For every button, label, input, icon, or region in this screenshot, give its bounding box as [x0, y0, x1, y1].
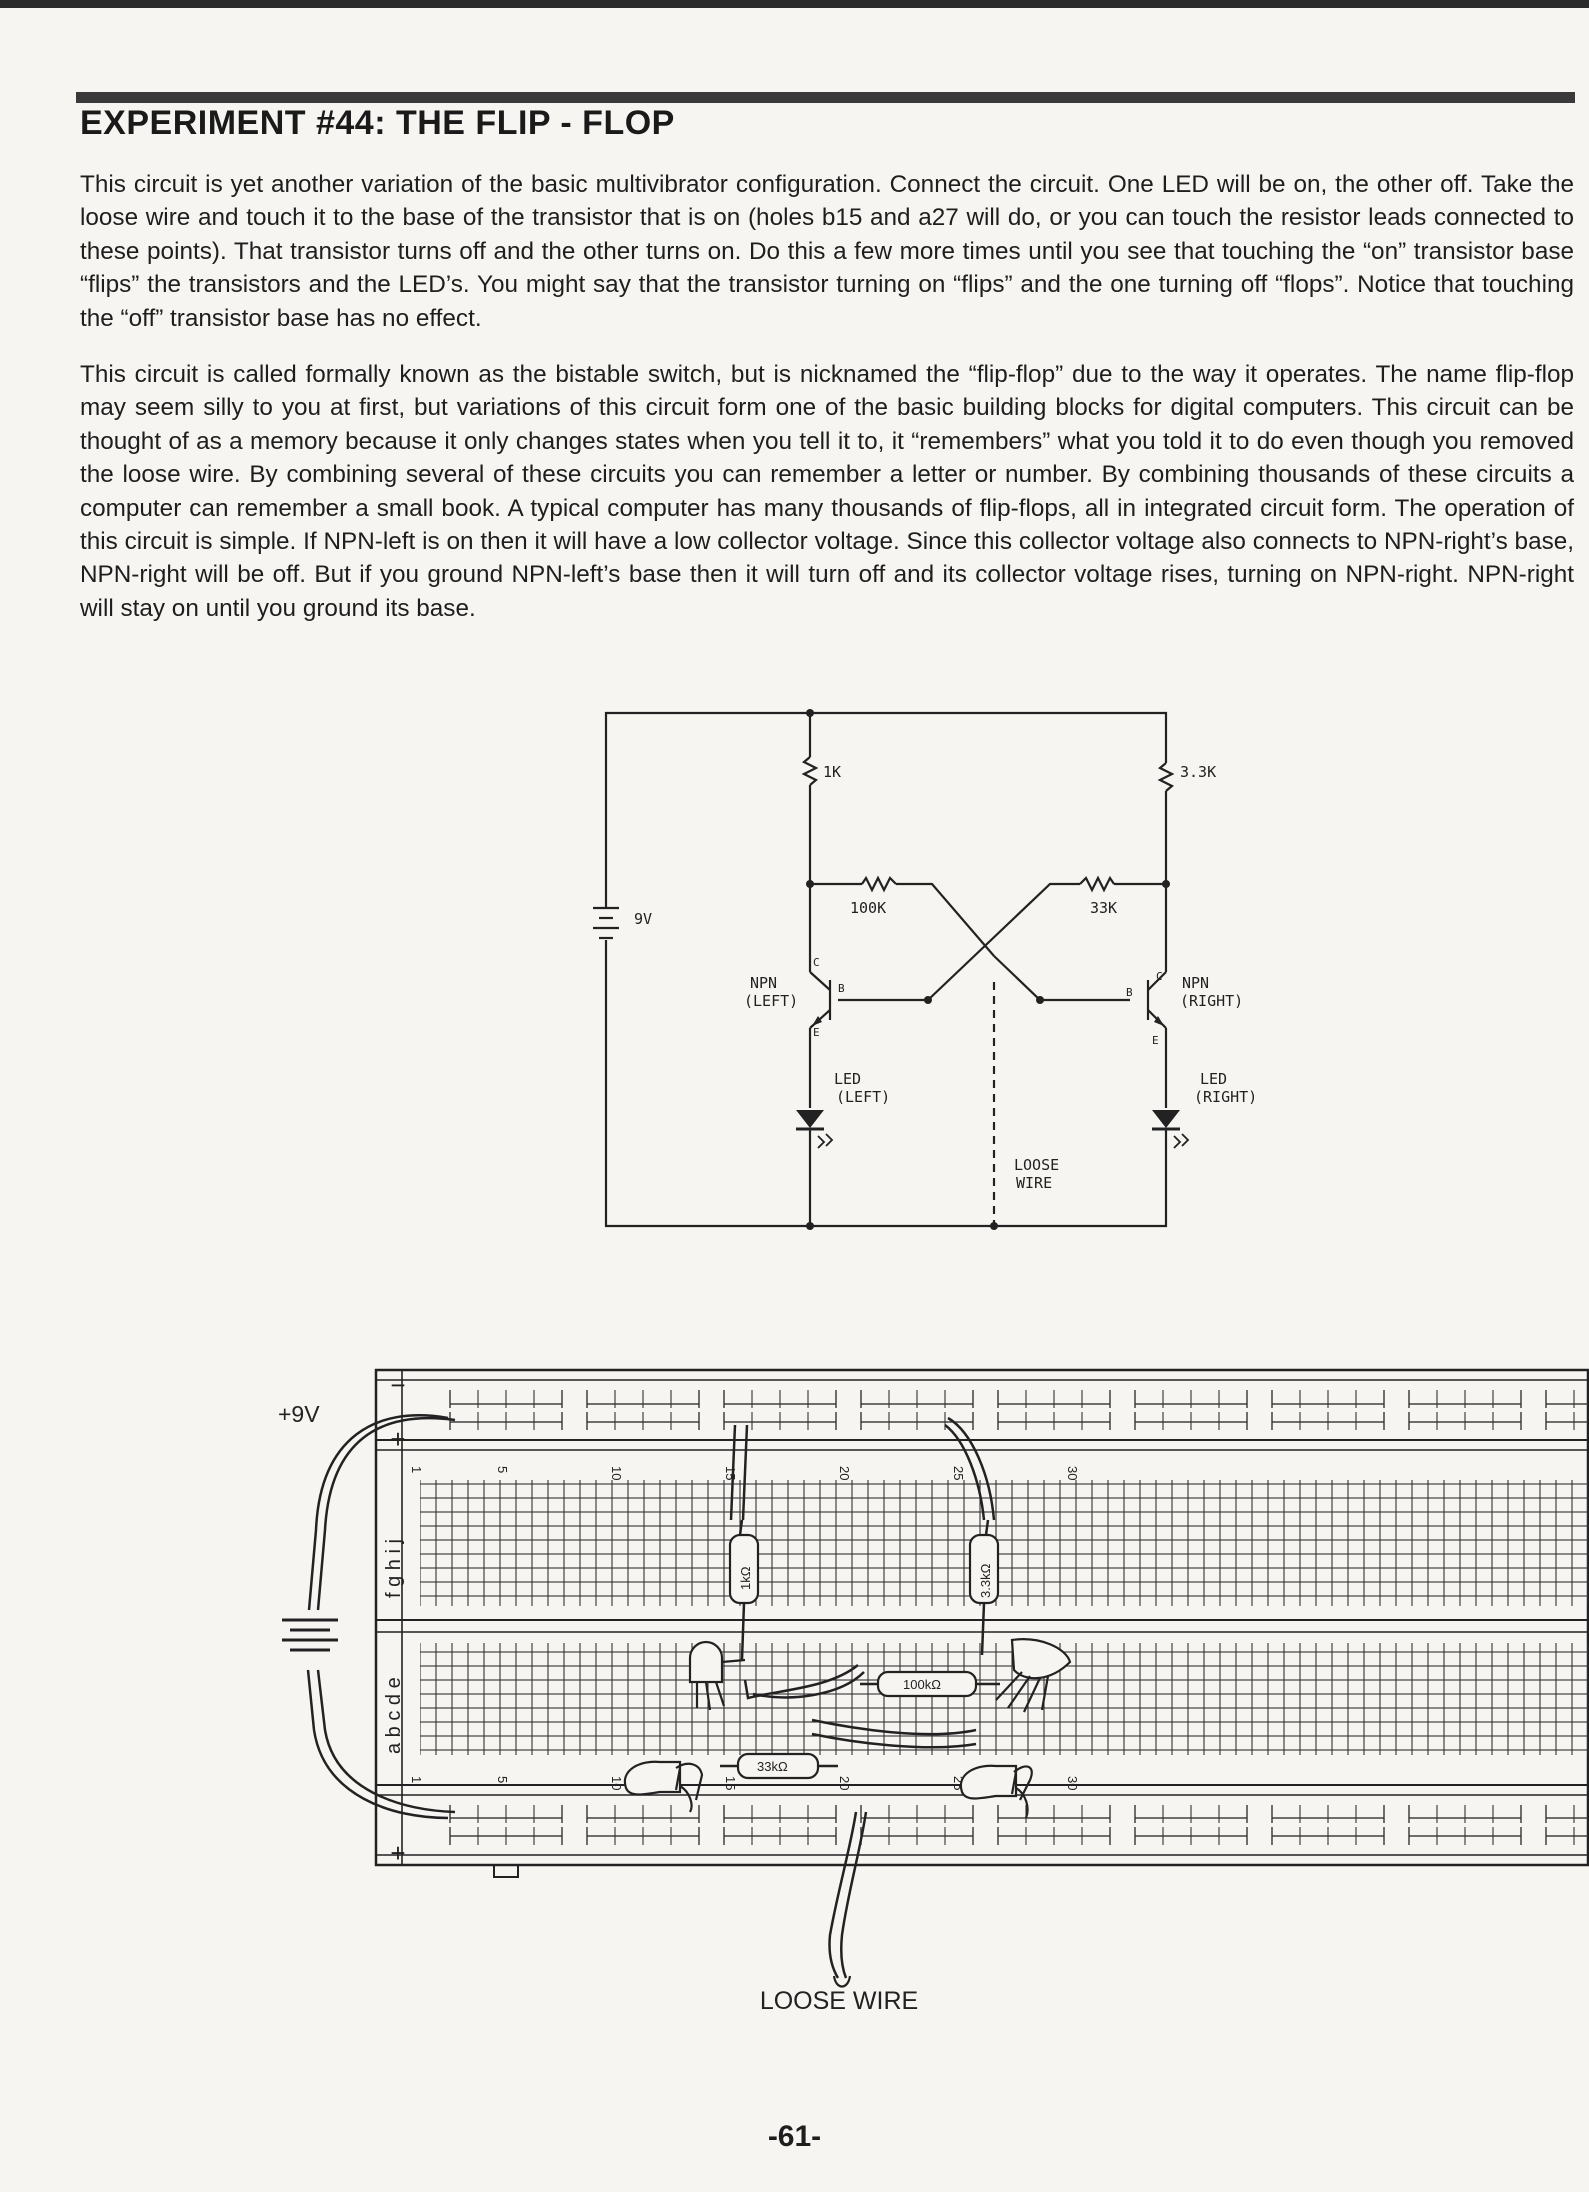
wire-top: [604, 711, 1168, 908]
label-npn-left: NPN: [750, 974, 777, 992]
label-100k: 100K: [850, 899, 886, 917]
led-left-symbol: [796, 1110, 824, 1128]
resistor-3k3-symbol: [1157, 762, 1175, 792]
rail-plus-bottom: +: [390, 1838, 405, 1868]
label-pin-e-left: E: [813, 1026, 820, 1039]
row-labels-abcde: a b c d e: [383, 1677, 405, 1754]
paragraph-explanation: This circuit is called formally known as…: [80, 361, 1574, 622]
resistor-1k-label: 1kΩ: [738, 1566, 753, 1590]
column-number: 25: [951, 1466, 966, 1480]
column-number: 5: [495, 1466, 510, 1473]
column-number: 10: [609, 1466, 624, 1480]
label-led-right: LED: [1200, 1070, 1227, 1088]
section-rule: [76, 92, 1575, 103]
label-battery: 9V: [634, 910, 652, 928]
wire-bottom: [604, 940, 1168, 1228]
label-33k: 33K: [1090, 899, 1117, 917]
led-left: [623, 1760, 704, 1813]
resistor-33k-symbol: [1079, 875, 1115, 893]
resistor-33k-label: 33kΩ: [757, 1759, 788, 1774]
terminal-grid-fghij: [420, 1480, 1588, 1606]
column-number: 15: [723, 1466, 738, 1480]
supply-label: +9V: [278, 1401, 320, 1427]
label-led-right-side: (RIGHT): [1194, 1088, 1257, 1106]
led-right-symbol: [1152, 1110, 1180, 1128]
column-number: 15: [723, 1776, 738, 1790]
label-pin-b-left: B: [838, 982, 845, 995]
power-rail-bottom-outer: [448, 1827, 1588, 1845]
label-3k3: 3.3K: [1180, 763, 1216, 781]
top-border: [0, 0, 1589, 8]
label-led-left: LED: [834, 1070, 861, 1088]
label-1k: 1K: [823, 763, 841, 781]
battery-cell-icon: [282, 1618, 338, 1652]
label-loose-wire: LOOSE: [1014, 1156, 1059, 1174]
label-pin-c-right: C: [1156, 970, 1163, 983]
rail-plus-top: +: [390, 1424, 405, 1454]
terminal-grid-abcde: [420, 1643, 1588, 1755]
resistor-100k-label: 100kΩ: [903, 1677, 941, 1692]
label-pin-c-left: C: [813, 956, 820, 969]
power-rail-top-inner: [448, 1412, 1588, 1430]
power-rail-top-outer: [448, 1390, 1588, 1408]
label-pin-e-right: E: [1152, 1034, 1159, 1047]
label-npn-right-side: (RIGHT): [1180, 992, 1243, 1010]
transistor-left: [688, 1640, 746, 1711]
row-labels-fghij: f g h i j: [383, 1539, 405, 1598]
label-pin-b-right: B: [1126, 986, 1133, 999]
loose-wire-caption: LOOSE WIRE: [760, 1987, 918, 2015]
column-number: 5: [495, 1776, 510, 1783]
paragraph-intro: This circuit is yet another variation of…: [80, 171, 1574, 332]
label-npn-left-side: (LEFT): [744, 992, 798, 1010]
column-number: 1: [409, 1466, 424, 1473]
page-number: -61-: [767, 2120, 822, 2153]
power-rail-bottom-inner: [448, 1805, 1588, 1823]
column-number: 30: [1065, 1776, 1080, 1790]
label-loose-wire-2: WIRE: [1016, 1174, 1052, 1192]
resistor-3k3-label: 3.3kΩ: [978, 1563, 993, 1598]
column-number: 20: [837, 1466, 852, 1480]
column-number: 30: [1065, 1466, 1080, 1480]
experiment-title: EXPERIMENT #44: THE FLIP - FLOP: [80, 104, 675, 142]
resistor-1k-symbol: [801, 756, 819, 786]
column-number: 20: [837, 1776, 852, 1790]
label-led-left-side: (LEFT): [836, 1088, 890, 1106]
transistor-right: [995, 1638, 1072, 1713]
jumper-wire: [743, 1664, 859, 1700]
rail-minus-top: −: [390, 1370, 405, 1400]
led-right: [959, 1764, 1033, 1819]
column-number: 10: [609, 1776, 624, 1790]
battery-lead-positive: [316, 1416, 456, 1611]
label-npn-right: NPN: [1182, 974, 1209, 992]
column-number: 1: [409, 1776, 424, 1783]
resistor-100k-symbol: [861, 875, 897, 893]
battery-lead-negative: [316, 1669, 456, 1814]
flip-flop-schematic: 1K 3.3K 100K 33K 9V NPN (LEFT) NPN (RIGH…: [593, 709, 1257, 1230]
loose-wire: [828, 1811, 858, 1979]
